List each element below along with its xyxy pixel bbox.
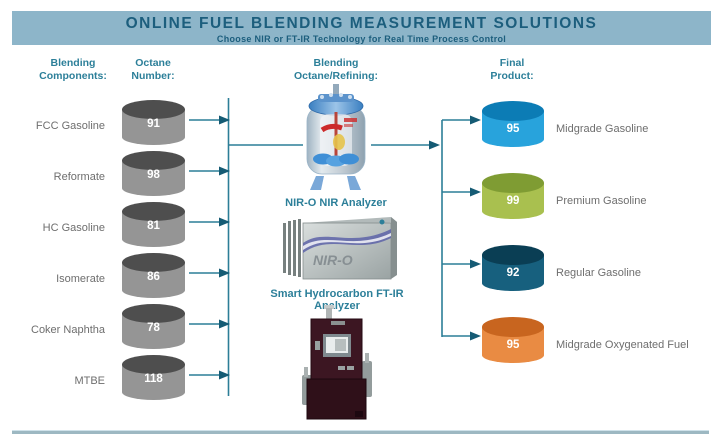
column-header-blending-components: Blending Components:	[39, 57, 107, 82]
octane-number: 78	[147, 322, 160, 334]
product-cylinder: 95	[482, 101, 544, 147]
page-subtitle: Choose NIR or FT-IR Technology for Real …	[216, 34, 507, 44]
octane-number: 92	[506, 267, 520, 279]
cylinder-top	[482, 101, 544, 121]
component-label: Coker Naphtha	[31, 324, 105, 336]
cylinder-top	[122, 253, 185, 272]
octane-number: 81	[147, 220, 160, 232]
product-cylinder: 99	[482, 173, 544, 219]
component-cylinder: 98	[122, 151, 185, 196]
component-label: MTBE	[74, 375, 105, 387]
cylinder-top	[482, 245, 544, 265]
octane-number: 91	[147, 118, 160, 130]
component-label: FCC Gasoline	[35, 120, 105, 132]
cylinder-top	[122, 355, 185, 374]
component-cylinder: 78	[122, 304, 185, 349]
product-label: Midgrade Oxygenated Fuel	[556, 339, 689, 351]
cylinder-top	[122, 304, 185, 323]
component-label: Isomerate	[56, 273, 105, 285]
nir-analyzer-graphic: NIR-O	[283, 217, 397, 280]
ftir-analyzer-label: Smart Hydrocarbon FT-IR Analyzer	[270, 288, 404, 312]
column-header-final-product: Final Product:	[490, 57, 534, 82]
page-title: ONLINE FUEL BLENDING MEASUREMENT SOLUTIO…	[125, 15, 598, 32]
header-banner: ONLINE FUEL BLENDING MEASUREMENT SOLUTIO…	[12, 11, 711, 45]
octane-number: 99	[506, 195, 520, 207]
column-header-blending-octane-refining: Blending Octane/Refining:	[293, 57, 378, 82]
octane-number: 95	[506, 339, 520, 351]
cylinder-top	[482, 173, 544, 193]
cylinder-top	[122, 151, 185, 170]
product-cylinder: 92	[482, 245, 544, 291]
product-label: Regular Gasoline	[556, 267, 641, 279]
component-label: Reformate	[53, 171, 105, 183]
cylinder-top	[122, 202, 185, 221]
octane-number: 86	[147, 271, 160, 283]
product-label: Midgrade Gasoline	[556, 123, 649, 135]
column-header-octane-number: Octane Number:	[131, 57, 175, 82]
octane-number: 95	[506, 123, 520, 135]
component-cylinder: 81	[122, 202, 185, 247]
nir-analyzer-label: NIR-O NIR Analyzer	[285, 197, 387, 209]
component-cylinder: 86	[122, 253, 185, 298]
ftir-analyzer-graphic	[302, 305, 372, 420]
bottom-rule	[12, 430, 709, 434]
octane-number: 118	[144, 373, 163, 385]
product-cylinder: 95	[482, 317, 544, 363]
product-label: Premium Gasoline	[556, 195, 647, 207]
cylinder-top	[122, 100, 185, 119]
component-label: HC Gasoline	[42, 222, 105, 234]
component-cylinder: 118	[122, 355, 185, 400]
cylinder-top	[482, 317, 544, 337]
blending-vessel-graphic	[306, 84, 366, 190]
octane-number: 98	[147, 169, 160, 181]
nir-device-label: NIR-O	[313, 252, 353, 268]
component-cylinder: 91	[122, 100, 185, 145]
